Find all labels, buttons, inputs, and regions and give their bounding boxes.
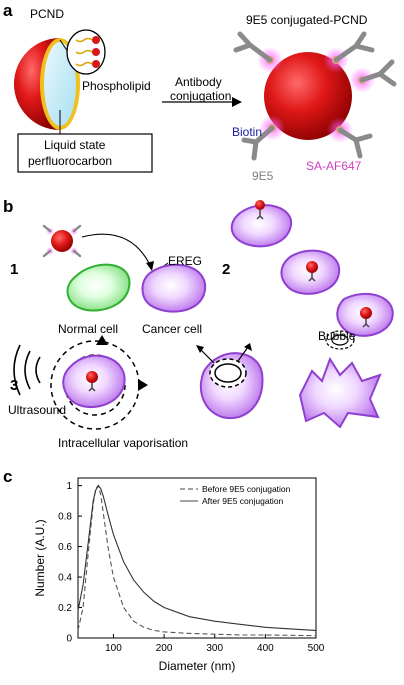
series-line-before xyxy=(77,484,317,637)
sa-label: SA-AF647 xyxy=(306,159,362,173)
core-label-box xyxy=(17,133,153,173)
phospholipid-label: Phospholipid xyxy=(82,79,151,93)
antibody-conjugate-r xyxy=(349,59,397,93)
antibody-conjugate-br xyxy=(327,117,373,159)
bursting-cell xyxy=(196,343,264,420)
pcnd-label: PCND xyxy=(30,7,65,21)
pcnd-cross-section xyxy=(14,38,80,130)
legend-label: Before 9E5 conjugation xyxy=(202,484,291,494)
antibody-conjugate-tr xyxy=(323,31,375,73)
panel-a-letter: a xyxy=(3,1,13,20)
x-tick-label: 300 xyxy=(206,643,223,654)
vaporisation-label: Intracellular vaporisation xyxy=(58,436,189,450)
x-tick-label: 500 xyxy=(308,643,325,654)
cancer-cell-1 xyxy=(141,263,207,313)
cancer-cell-label: Cancer cell xyxy=(142,322,203,336)
panel-b-illustration xyxy=(13,200,394,430)
x-tick-label: 200 xyxy=(156,643,173,654)
ereg-label: EREG xyxy=(168,254,203,268)
x-tick-label: 400 xyxy=(257,643,274,654)
core-label-line1: Liquid state xyxy=(44,138,106,152)
panel-b-letter: b xyxy=(3,197,14,216)
y-tick-label: 1 xyxy=(66,481,72,492)
antibody-conjugate-tl xyxy=(233,31,283,73)
bubble-label: Bubble xyxy=(318,329,356,343)
y-tick-label: 0.6 xyxy=(58,542,72,553)
antibody-label: 9E5 xyxy=(252,169,274,183)
x-axis-label: Diameter (nm) xyxy=(159,659,236,673)
step-1-number: 1 xyxy=(10,261,19,278)
phospholipid-zoom xyxy=(59,29,106,75)
antibody-conjugate-bl xyxy=(241,115,285,161)
core-label-line2: perfluorocarbon xyxy=(28,154,113,168)
y-tick-label: 0.8 xyxy=(58,512,72,523)
y-tick-label: 0.2 xyxy=(58,603,72,614)
arrow-label-line1: Antibody xyxy=(175,75,222,89)
legend-label: After 9E5 conjugation xyxy=(202,496,284,506)
panel-c-letter: c xyxy=(3,467,13,486)
conjugated-pcnd xyxy=(233,31,397,161)
ruptured-cell xyxy=(298,356,382,429)
series-line-after xyxy=(77,484,317,631)
arrow-label-line2: conjugation xyxy=(170,89,232,103)
size-distribution-chart: 0 0.2 0.4 0.6 0.8 1 100 200 300 400 500 Before 9E… xyxy=(33,477,325,673)
panel-a-illustration xyxy=(14,29,397,173)
targeting-arrow xyxy=(81,233,151,266)
y-axis-label: Number (A.U.) xyxy=(33,519,47,596)
ultrasound-label: Ultrasound xyxy=(8,403,67,417)
ultrasound-waves xyxy=(13,344,41,396)
y-tick-label: 0 xyxy=(66,634,72,645)
step-3-number: 3 xyxy=(10,377,19,394)
step-2-number: 2 xyxy=(222,261,231,278)
biotin-label: Biotin xyxy=(232,125,263,139)
y-tick-label: 0.4 xyxy=(58,573,72,584)
conjugated-title: 9E5 conjugated-PCND xyxy=(246,13,368,27)
step2-cells xyxy=(230,200,394,337)
normal-cell-label: Normal cell xyxy=(58,322,119,336)
x-tick-label: 100 xyxy=(105,643,122,654)
plot-frame xyxy=(77,477,317,639)
free-droplet xyxy=(42,224,82,258)
normal-cell xyxy=(66,263,131,312)
